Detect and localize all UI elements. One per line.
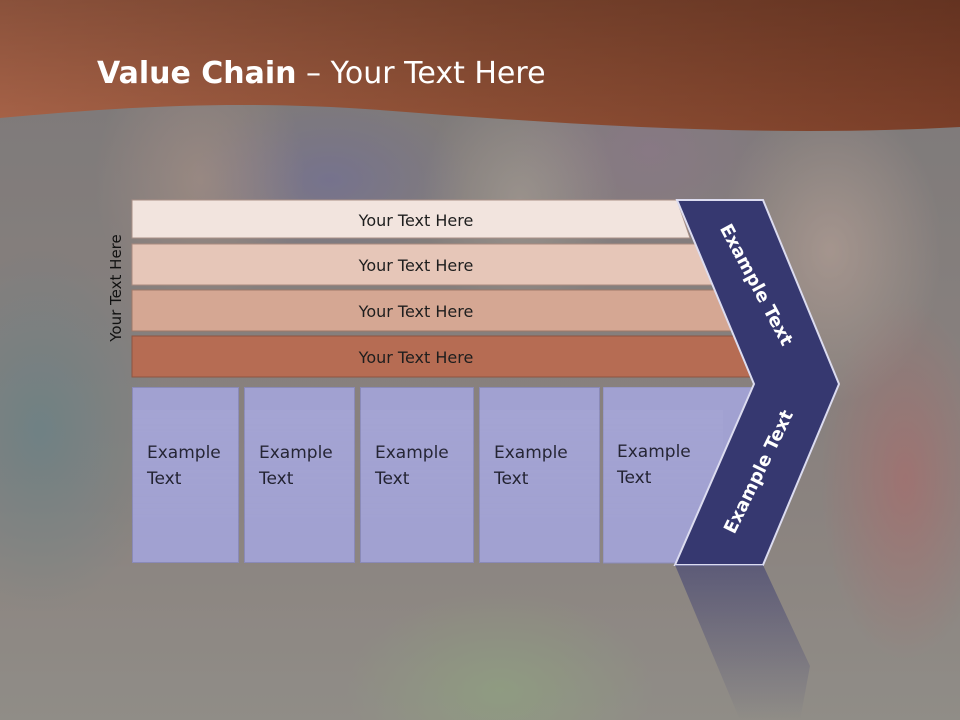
box-3: Example Text [360,387,474,563]
row-4: Your Text Here [131,335,767,378]
box-2-label: Example Text [259,443,333,489]
title-rest: – Your Text Here [296,56,546,91]
row-1-shape [131,199,691,239]
slide-title: Value Chain – Your Text Here [97,54,546,94]
value-chevron [673,199,841,720]
box-4-label: Example Text [494,443,568,489]
box-4-reflection [479,410,600,565]
title-bold: Value Chain [97,56,297,91]
row-3: Your Text Here [131,289,742,332]
box-1-reflection [132,410,239,565]
box-5: Example Text [603,387,723,563]
row-2-label: Your Text Here [358,255,474,275]
box-3-reflection [360,410,474,565]
box-1-label: Example Text [147,443,221,489]
header-band [0,0,960,131]
box-4: Example Text [479,387,600,563]
side-label-text: Your Text Here [107,234,125,342]
box-1: Example Text [132,387,239,563]
box-2-reflection [244,410,355,565]
row-1-label: Your Text Here [358,210,474,230]
box-3-label: Example Text [375,443,449,489]
box-2: Example Text [244,387,355,563]
row-4-label: Your Text Here [358,347,474,367]
row-3-label: Your Text Here [358,301,474,321]
row-2: Your Text Here [131,243,722,286]
row-1: Your Text Here [131,199,692,240]
box-5-label: Example Text [617,442,691,488]
